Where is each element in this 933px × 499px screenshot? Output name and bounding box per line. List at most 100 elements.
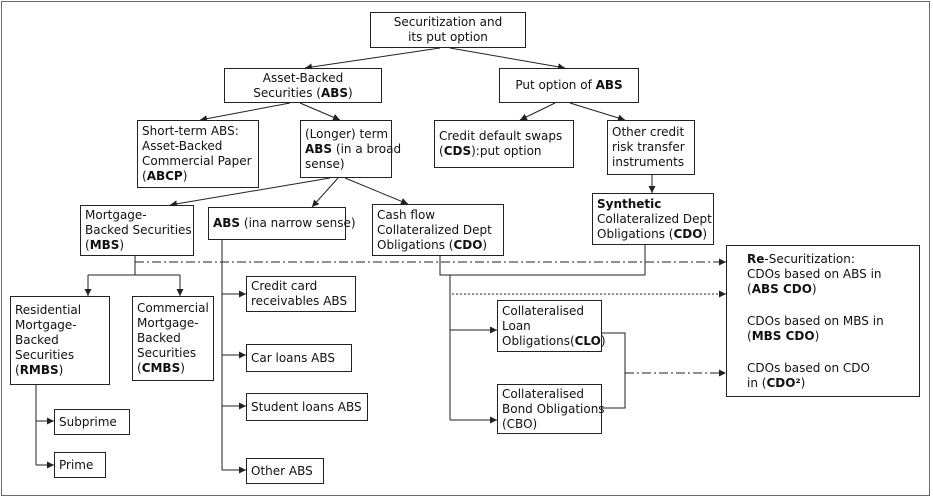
node-text-line: Loan: [502, 319, 531, 334]
node-text-line: Other ABS: [251, 464, 313, 479]
node-text-line: Mortgage-: [85, 208, 147, 223]
node-other-abs: Other ABS: [246, 458, 324, 484]
bold-run: ABS: [213, 216, 241, 230]
text-run: (: [439, 144, 444, 158]
node-text-line: Collateralised: [502, 304, 584, 319]
text-run: Cash flow: [377, 207, 436, 222]
bold-run: CDO²: [766, 375, 801, 390]
node-put-option-abs: Put option of ABS: [499, 68, 639, 103]
arrow-long-to-mbs: [169, 177, 331, 208]
node-text-line: Collateralised: [502, 387, 584, 402]
node-text-line: Securities (ABS): [253, 86, 352, 101]
node-text-line: CDOs based on ABS in: [747, 267, 882, 282]
node-text-line: CDOs based on MBS in: [747, 314, 884, 329]
text-run: Mortgage-: [15, 318, 77, 332]
text-run: ): [811, 281, 817, 296]
bold-run: CDS: [443, 144, 472, 158]
arrow-long-to-narrow: [311, 177, 339, 208]
text-run: Securities: [15, 348, 75, 362]
text-run: Obligations (: [377, 237, 454, 252]
bold-run: Synthetic: [597, 196, 662, 211]
text-run: sense): [305, 156, 345, 171]
node-text-line: Securities: [15, 348, 74, 363]
node-text-line: (CMBS): [137, 361, 185, 376]
node-text-line: receivables ABS: [251, 294, 347, 309]
node-text-line: Commercial Paper: [142, 154, 252, 169]
node-text-line: Residential: [15, 303, 81, 318]
text-run: (: [85, 238, 90, 252]
text-run: (: [747, 281, 752, 296]
node-text-line: Asset-Backed: [142, 139, 222, 154]
text-run: ): [119, 238, 125, 252]
bold-run: ABS: [595, 78, 623, 92]
text-run: Asset-Backed: [142, 139, 223, 153]
bold-run: MBS CDO: [751, 328, 815, 343]
text-run: (Longer) term: [305, 126, 389, 141]
text-run: -Securitization:: [764, 251, 855, 266]
line-clo-cbo-bracket: [602, 332, 626, 409]
text-run: (: [142, 169, 147, 183]
text-run: Credit default swaps: [439, 129, 563, 143]
node-text-line: CDOs based on CDO: [747, 361, 870, 376]
node-text-line: Collateralized Dept: [597, 212, 712, 227]
text-run: Residential: [15, 303, 82, 317]
node-text-line: Mortgage-: [137, 316, 199, 331]
text-run: ): [702, 226, 708, 241]
text-run: Collateralized Dept: [597, 211, 712, 226]
text-run: Short-term ABS:: [142, 124, 239, 138]
text-run: Backed Securities: [85, 223, 192, 237]
text-run: ): [180, 361, 185, 375]
node-text-line: (CBO): [502, 417, 537, 432]
node-text-line: ABS (in a broad: [305, 142, 401, 157]
node-text-line: Bond Obligations: [502, 402, 605, 417]
text-run: Collateralized Dept: [377, 222, 492, 237]
text-run: Securitization and: [393, 15, 503, 29]
node-subprime: Subprime: [54, 409, 130, 435]
text-run: Mortgage-: [137, 316, 199, 330]
text-run: ): [814, 328, 820, 343]
text-run: ): [800, 375, 806, 390]
text-run: Loan: [502, 318, 531, 333]
bold-run: ABCP: [146, 169, 183, 183]
arrow-put-to-cds: [519, 102, 556, 121]
text-run: CDOs based on ABS in: [747, 266, 882, 281]
line-mbs-stem: [88, 256, 180, 276]
node-text-line: (Longer) term: [305, 127, 388, 142]
text-run: Commercial Paper: [142, 154, 252, 168]
text-run: (ina narrow sense): [240, 216, 356, 230]
node-text-line: Obligations (CDO): [377, 238, 487, 253]
node-text-line: Other credit: [612, 125, 684, 140]
text-run: Other credit: [612, 125, 685, 139]
text-run: Asset-Backed: [262, 70, 344, 85]
text-run: Backed: [15, 333, 59, 347]
text-run: Obligations(: [502, 333, 575, 348]
node-text-line: Collateralized Dept: [377, 223, 492, 238]
text-run: Backed: [137, 331, 181, 345]
bold-run: Re: [747, 251, 765, 266]
text-run: Bond Obligations: [502, 401, 605, 416]
text-run: ): [600, 333, 606, 348]
text-run: CDOs based on MBS in: [747, 313, 884, 328]
text-run: risk transfer: [612, 140, 685, 154]
node-text-line: Securitization and: [394, 15, 503, 30]
text-run: (CBO): [502, 416, 538, 431]
bold-run: RMBS: [19, 363, 59, 377]
node-text-line: Prime: [59, 458, 93, 473]
text-run: ): [348, 85, 353, 100]
arrow-long-to-cashflow: [344, 177, 409, 205]
text-run: Car loans ABS: [251, 350, 336, 365]
node-re-securitization: Re-Securitization:CDOs based on ABS in(A…: [726, 245, 920, 397]
node-text-line: (MBS CDO): [747, 329, 819, 344]
node-text-line: instruments: [612, 155, 684, 170]
